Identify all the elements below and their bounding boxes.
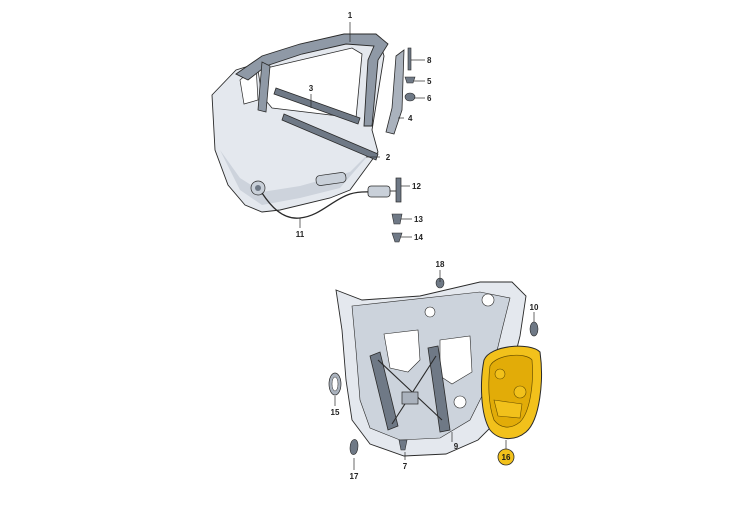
leader-lines xyxy=(299,22,535,470)
callout-8: 8 xyxy=(427,56,432,65)
callout-12: 12 xyxy=(412,182,421,191)
callout-16: 16 xyxy=(502,453,511,462)
callout-11: 11 xyxy=(296,230,305,239)
part-cable xyxy=(261,191,373,219)
callout-6: 6 xyxy=(427,94,432,103)
callout-16-badge xyxy=(497,448,515,466)
callout-15: 15 xyxy=(331,408,340,417)
callout-7: 7 xyxy=(403,462,408,471)
callout-5: 5 xyxy=(427,77,432,86)
callout-4: 4 xyxy=(408,114,413,123)
callout-17: 17 xyxy=(350,472,359,481)
part-window-regulator xyxy=(369,345,451,433)
callout-13: 13 xyxy=(414,215,423,224)
part-window-seal-post xyxy=(257,61,271,113)
callout-labels: 1 2 3 4 5 6 8 12 13 14 11 18 10 15 17 7 … xyxy=(296,11,539,481)
part-clip xyxy=(404,76,416,84)
part-oval-seal xyxy=(328,372,342,396)
part-window-seal xyxy=(235,33,389,127)
part-cap xyxy=(349,439,359,455)
part-screw xyxy=(391,213,403,225)
part-inner-strip xyxy=(273,87,361,125)
callout-10: 10 xyxy=(530,303,539,312)
part-lock-actuator xyxy=(367,177,402,203)
callout-14: 14 xyxy=(414,233,423,242)
callout-18: 18 xyxy=(436,260,445,269)
part-small-seal xyxy=(529,321,539,337)
part-trim-strip xyxy=(407,47,412,71)
callout-2: 2 xyxy=(386,153,391,162)
part-guide-rail xyxy=(385,49,405,135)
part-fastener xyxy=(398,439,408,451)
callout-3: 3 xyxy=(309,84,314,93)
callout-9: 9 xyxy=(454,442,459,451)
part-bolt xyxy=(391,232,403,243)
part-membrane-highlighted xyxy=(481,345,542,439)
callout-1: 1 xyxy=(348,11,353,20)
part-outer-strip xyxy=(281,113,379,161)
part-grommet xyxy=(404,92,416,102)
